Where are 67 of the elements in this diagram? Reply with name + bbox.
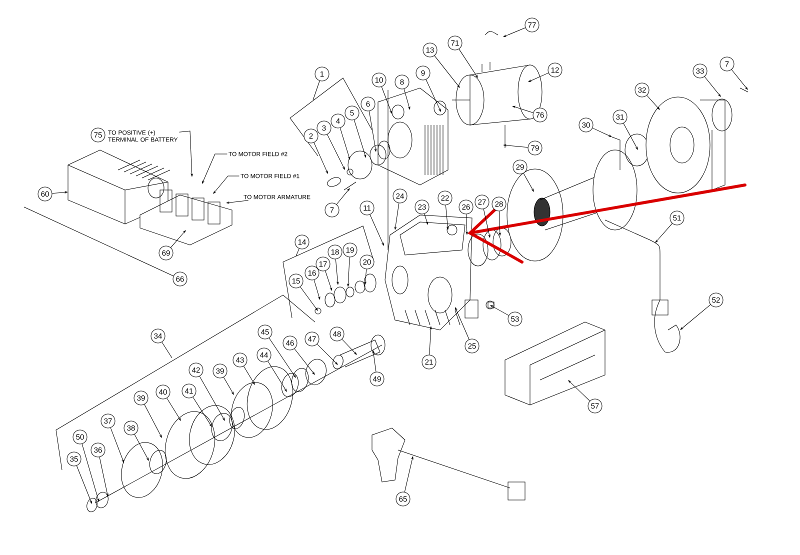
- leader-line: [503, 28, 526, 37]
- leader-line: [528, 72, 549, 82]
- leader-line: [226, 200, 249, 204]
- leader-line: [316, 344, 338, 365]
- leader-line: [110, 428, 124, 463]
- leader-line: [655, 223, 672, 243]
- leader-line: [458, 48, 478, 78]
- leader-line: [300, 286, 318, 311]
- leader-line: [213, 176, 240, 194]
- leader-line: [568, 380, 590, 402]
- leader-line: [336, 188, 350, 205]
- leader-line: [434, 55, 460, 88]
- leader-line: [704, 76, 721, 97]
- leader-line: [342, 339, 357, 355]
- leader-line: [466, 214, 468, 234]
- leader-line: [364, 268, 367, 285]
- leader-line: [296, 248, 300, 256]
- leader-line: [512, 106, 534, 114]
- leader-line: [426, 79, 441, 112]
- leader-line: [52, 191, 68, 194]
- leader-line: [731, 69, 748, 90]
- leader-line: [368, 110, 376, 152]
- leader-line: [202, 154, 228, 184]
- leader-line: [144, 404, 162, 438]
- leader-line: [82, 444, 100, 502]
- leader-line: [424, 214, 428, 225]
- leader-line: [340, 128, 350, 160]
- leader-line: [76, 465, 92, 504]
- leader-line: [327, 134, 345, 170]
- leader-line: [199, 376, 225, 421]
- leader-line: [223, 377, 234, 395]
- leader-line: [646, 95, 660, 110]
- leader-line: [162, 342, 172, 358]
- leader-line: [394, 202, 400, 230]
- leader-line: [404, 88, 410, 110]
- leader-line: [314, 142, 328, 174]
- leader-line: [314, 280, 320, 300]
- leader-line: [504, 144, 528, 148]
- leader-line: [243, 366, 255, 385]
- leader-line: [166, 398, 181, 421]
- leader-line: [592, 128, 612, 137]
- leader-line: [347, 257, 350, 287]
- leader-line: [455, 307, 470, 340]
- leader-line: [179, 130, 193, 177]
- leader-line: [192, 396, 212, 427]
- leader-line: [268, 360, 287, 392]
- leader-line: [445, 204, 449, 230]
- leader-line: [370, 214, 384, 246]
- leader-line: [381, 86, 392, 114]
- leader-line: [312, 80, 320, 100]
- leader-line: [680, 304, 711, 330]
- leader-line: [99, 456, 108, 497]
- leader-line: [483, 208, 490, 238]
- leader-line: [404, 456, 414, 492]
- leader-line: [498, 211, 501, 236]
- leader-line: [134, 434, 149, 461]
- leader-line: [354, 120, 366, 158]
- leader-line: [372, 350, 376, 372]
- leader-line: [325, 270, 332, 291]
- leader-line: [294, 348, 315, 375]
- leader-line: [490, 305, 509, 316]
- leader-line: [429, 326, 432, 356]
- leader-line: [335, 258, 339, 285]
- leader-line: [24, 206, 174, 276]
- leader-line: [623, 123, 638, 150]
- leader-line: [170, 230, 186, 248]
- leader-line: [523, 173, 534, 192]
